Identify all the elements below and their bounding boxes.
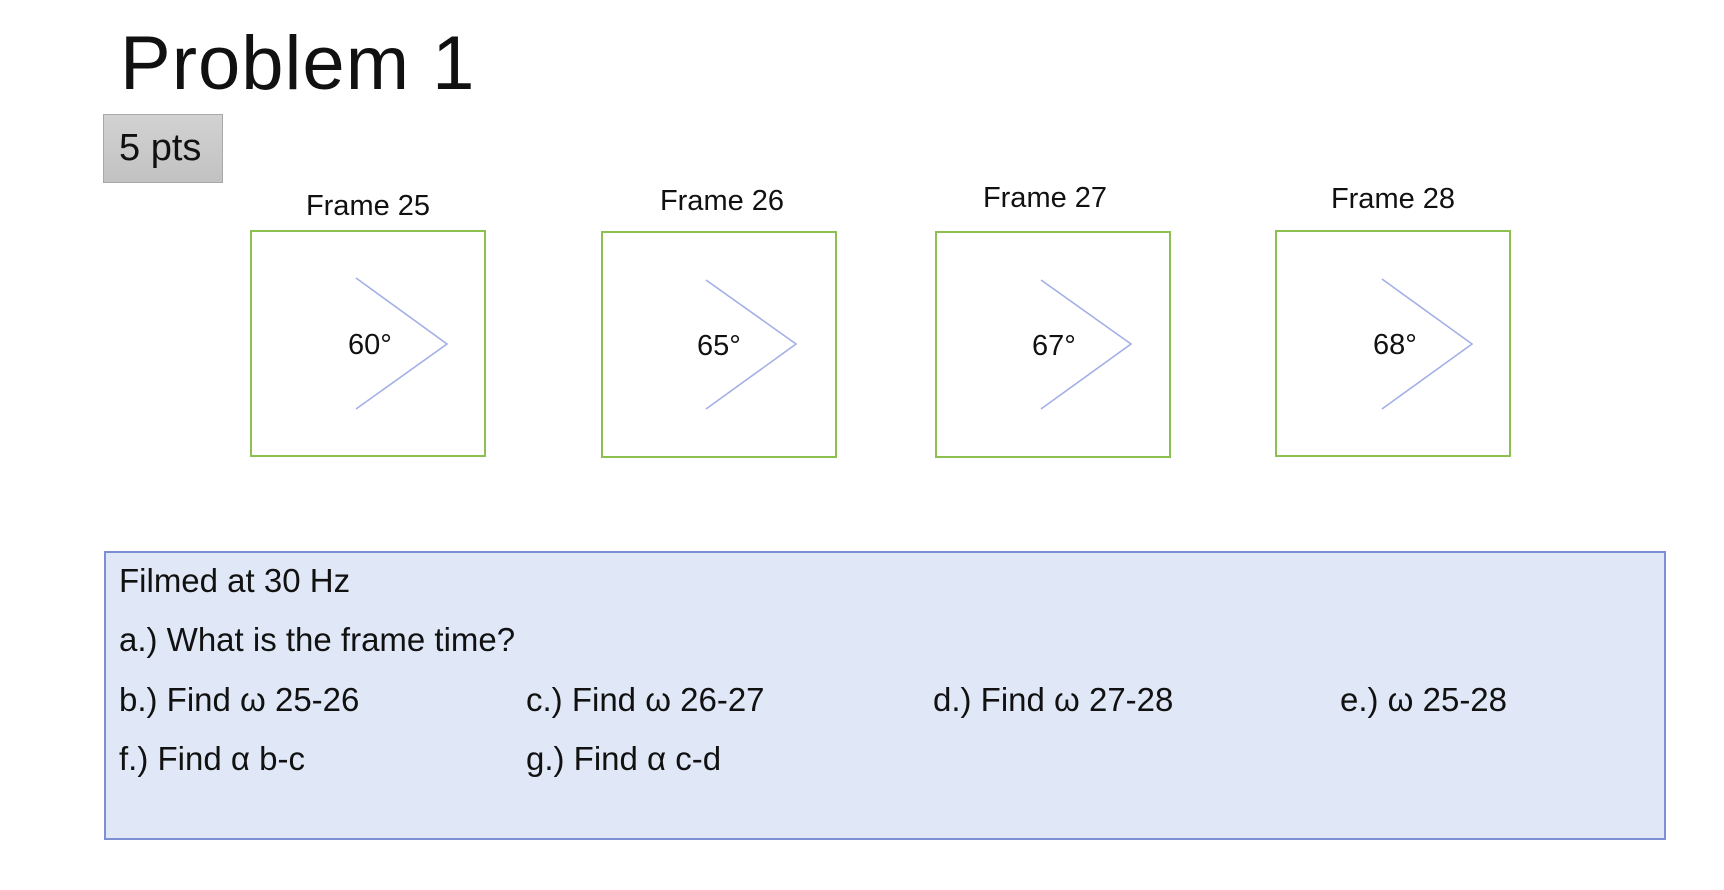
frame-box-28: 68° — [1275, 230, 1511, 457]
question-intro: Filmed at 30 Hz — [119, 562, 351, 599]
frame-label-26: Frame 26 — [659, 185, 785, 217]
question-e: e.) ω 25-28 — [1340, 681, 1508, 718]
angle-label-26: 65° — [697, 330, 741, 362]
chevron-icon — [355, 277, 449, 410]
points-badge: 5 pts — [103, 114, 223, 183]
question-b: b.) Find ω 25-26 — [119, 681, 360, 718]
question-a: a.) What is the frame time? — [119, 621, 516, 658]
angle-label-25: 60° — [348, 329, 392, 361]
chevron-icon — [705, 279, 798, 410]
frame-label-28: Frame 28 — [1330, 183, 1456, 215]
angle-label-27: 67° — [1032, 330, 1076, 362]
chevron-icon — [1381, 278, 1474, 410]
chevron-icon — [1040, 279, 1133, 410]
frame-box-25: 60° — [250, 230, 486, 457]
question-f: f.) Find α b-c — [119, 740, 305, 777]
question-c: c.) Find ω 26-27 — [526, 681, 765, 718]
frame-box-26: 65° — [601, 231, 837, 458]
question-d: d.) Find ω 27-28 — [933, 681, 1174, 718]
frame-label-25: Frame 25 — [305, 190, 431, 222]
frame-box-27: 67° — [935, 231, 1171, 458]
question-box: Filmed at 30 Hz a.) What is the frame ti… — [104, 551, 1666, 840]
question-g: g.) Find α c-d — [526, 740, 722, 777]
frame-label-27: Frame 27 — [982, 182, 1108, 214]
slide-title: Problem 1 — [120, 21, 476, 106]
angle-label-28: 68° — [1373, 329, 1417, 361]
